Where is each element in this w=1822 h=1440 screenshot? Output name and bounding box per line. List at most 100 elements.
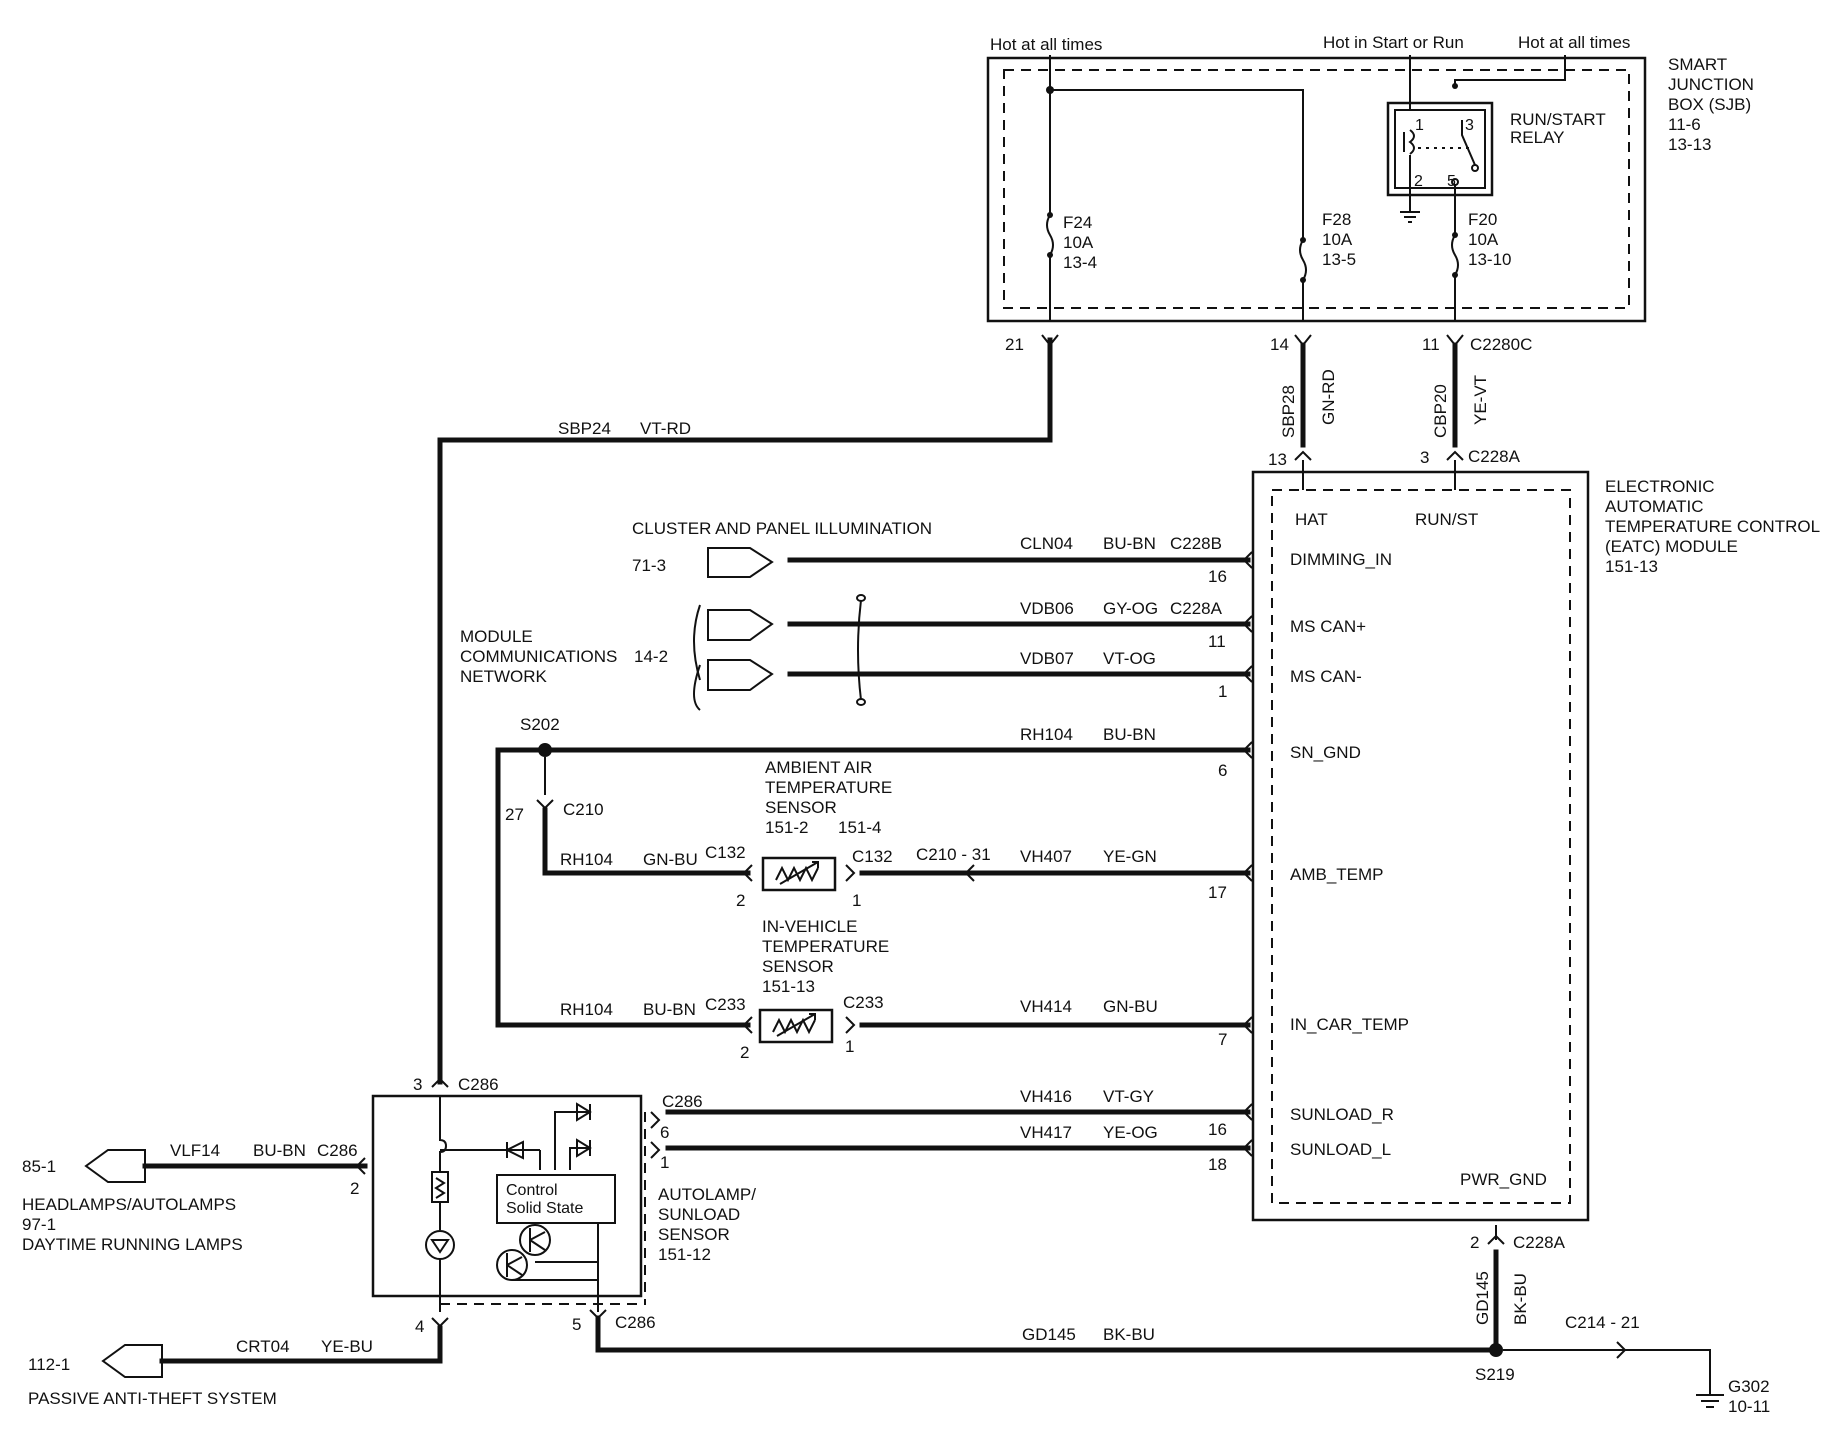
svg-text:C228B: C228B: [1170, 534, 1222, 553]
svg-text:11-6: 11-6: [1668, 115, 1701, 134]
svg-text:1: 1: [852, 891, 861, 910]
svg-text:85-1: 85-1: [22, 1157, 56, 1176]
svg-text:112-1: 112-1: [28, 1355, 70, 1374]
svg-text:BU-BN: BU-BN: [1103, 534, 1156, 553]
pin-sunload-l: SUNLOAD_L: [1290, 1140, 1391, 1159]
svg-text:17: 17: [1208, 883, 1227, 902]
svg-text:13: 13: [1268, 450, 1287, 469]
headlamps-connector: [84, 1149, 146, 1183]
svg-text:151-2: 151-2: [765, 818, 808, 837]
splice-s219: [1489, 1343, 1503, 1357]
svg-text:TEMPERATURE CONTROL: TEMPERATURE CONTROL: [1605, 517, 1820, 536]
svg-text:SENSOR: SENSOR: [762, 957, 834, 976]
svg-text:C233: C233: [843, 993, 884, 1012]
svg-text:Solid State: Solid State: [506, 1200, 583, 1217]
svg-text:16: 16: [1208, 567, 1227, 586]
svg-text:3: 3: [1465, 117, 1474, 134]
svg-text:151-13: 151-13: [762, 977, 815, 996]
svg-text:SENSOR: SENSOR: [765, 798, 837, 817]
hot-at-all-times-right: Hot at all times: [1518, 33, 1630, 52]
svg-text:NETWORK: NETWORK: [460, 667, 548, 686]
svg-text:CLUSTER AND PANEL ILLUMINATION: CLUSTER AND PANEL ILLUMINATION: [632, 519, 932, 538]
pin-in-car-temp: IN_CAR_TEMP: [1290, 1015, 1409, 1034]
module-communications-network: MODULE COMMUNICATIONS NETWORK 14-2 VDB06…: [460, 594, 1253, 711]
svg-text:C286: C286: [317, 1141, 358, 1160]
svg-text:151-13: 151-13: [1605, 557, 1658, 576]
svg-text:Control: Control: [506, 1182, 558, 1199]
svg-text:VH416: VH416: [1020, 1087, 1072, 1106]
sbp24-label: SBP24: [558, 419, 611, 438]
pin-pwr-gnd: PWR_GND: [1460, 1170, 1547, 1189]
svg-text:COMMUNICATIONS: COMMUNICATIONS: [460, 647, 617, 666]
svg-text:C210 - 31: C210 - 31: [916, 845, 991, 864]
fuse-f24: F24 10A 13-4: [1046, 212, 1097, 320]
pin-sunload-r: SUNLOAD_R: [1290, 1105, 1394, 1124]
wire-crt04: [159, 1325, 443, 1364]
svg-text:GY-OG: GY-OG: [1103, 599, 1158, 618]
svg-text:TEMPERATURE: TEMPERATURE: [762, 937, 889, 956]
svg-text:151-4: 151-4: [838, 818, 881, 837]
svg-text:YE-BU: YE-BU: [321, 1337, 373, 1356]
svg-text:ELECTRONIC: ELECTRONIC: [1605, 477, 1715, 496]
pin-ms-can-minus: MS CAN-: [1290, 667, 1362, 686]
svg-text:151-12: 151-12: [658, 1245, 711, 1264]
svg-text:VLF14: VLF14: [170, 1141, 220, 1160]
eatc-title: ELECTRONIC AUTOMATIC TEMPERATURE CONTROL…: [1605, 477, 1820, 576]
svg-text:AUTOLAMP/: AUTOLAMP/: [658, 1185, 756, 1204]
svg-text:GN-BU: GN-BU: [1103, 997, 1158, 1016]
svg-text:YE-VT: YE-VT: [1471, 375, 1490, 425]
svg-text:10A: 10A: [1468, 230, 1499, 249]
svg-text:GD145: GD145: [1022, 1325, 1076, 1344]
svg-text:2: 2: [736, 891, 745, 910]
svg-text:C210: C210: [563, 800, 604, 819]
svg-text:6: 6: [1218, 761, 1227, 780]
svg-text:97-1: 97-1: [22, 1215, 56, 1234]
svg-text:DAYTIME RUNNING LAMPS: DAYTIME RUNNING LAMPS: [22, 1235, 243, 1254]
pin-sn-gnd: SN_GND: [1290, 743, 1361, 762]
svg-text:GD145: GD145: [1473, 1271, 1492, 1325]
svg-text:18: 18: [1208, 1155, 1227, 1174]
smart-junction-box: SMART JUNCTION BOX (SJB) 11-6 13-13 Hot …: [986, 33, 1754, 354]
pin-amb-temp: AMB_TEMP: [1290, 865, 1384, 884]
svg-text:C286: C286: [662, 1092, 703, 1111]
sjb-title: SMART JUNCTION BOX (SJB) 11-6 13-13: [1668, 55, 1754, 154]
svg-text:C132: C132: [852, 847, 893, 866]
svg-text:S202: S202: [520, 715, 560, 734]
svg-text:4: 4: [415, 1317, 424, 1336]
svg-text:7: 7: [1218, 1030, 1227, 1049]
svg-text:C214 - 21: C214 - 21: [1565, 1313, 1640, 1332]
svg-text:AMBIENT AIR: AMBIENT AIR: [765, 758, 872, 777]
eatc-module: HAT RUN/ST DIMMING_IN MS CAN+ MS CAN- SN…: [1251, 470, 1820, 1222]
pin-ms-can-plus: MS CAN+: [1290, 617, 1366, 636]
pin-14: 14: [1270, 335, 1289, 354]
svg-text:1: 1: [1415, 117, 1424, 134]
svg-text:VH417: VH417: [1020, 1123, 1072, 1142]
svg-text:VT-GY: VT-GY: [1103, 1087, 1154, 1106]
svg-text:1: 1: [660, 1153, 669, 1172]
cluster-connector: [707, 547, 774, 578]
svg-text:16: 16: [1208, 1120, 1227, 1139]
pin-11: 11: [1422, 335, 1440, 354]
svg-text:C228A: C228A: [1170, 599, 1223, 618]
svg-text:13-10: 13-10: [1468, 250, 1511, 269]
hot-in-start-or-run: Hot in Start or Run: [1323, 33, 1464, 52]
svg-text:71-3: 71-3: [632, 556, 666, 575]
svg-text:13-5: 13-5: [1322, 250, 1356, 269]
fuse-f20: F20 10A 13-10: [1451, 210, 1511, 320]
svg-text:C286: C286: [458, 1075, 499, 1094]
svg-text:1: 1: [1218, 682, 1227, 701]
svg-text:RUN/START: RUN/START: [1510, 110, 1606, 129]
svg-text:10A: 10A: [1063, 233, 1094, 252]
svg-text:BU-BN: BU-BN: [253, 1141, 306, 1160]
svg-text:6: 6: [660, 1123, 669, 1142]
svg-text:HEADLAMPS/AUTOLAMPS: HEADLAMPS/AUTOLAMPS: [22, 1195, 236, 1214]
svg-text:14-2: 14-2: [634, 647, 668, 666]
svg-text:YE-GN: YE-GN: [1103, 847, 1157, 866]
svg-text:GN-BU: GN-BU: [643, 850, 698, 869]
svg-text:RELAY: RELAY: [1510, 128, 1565, 147]
svg-text:SUNLOAD: SUNLOAD: [658, 1205, 740, 1224]
wire-sbp24: [437, 337, 1053, 1085]
svg-text:CRT04: CRT04: [236, 1337, 290, 1356]
svg-text:5: 5: [572, 1315, 581, 1334]
svg-text:11: 11: [1208, 632, 1226, 651]
